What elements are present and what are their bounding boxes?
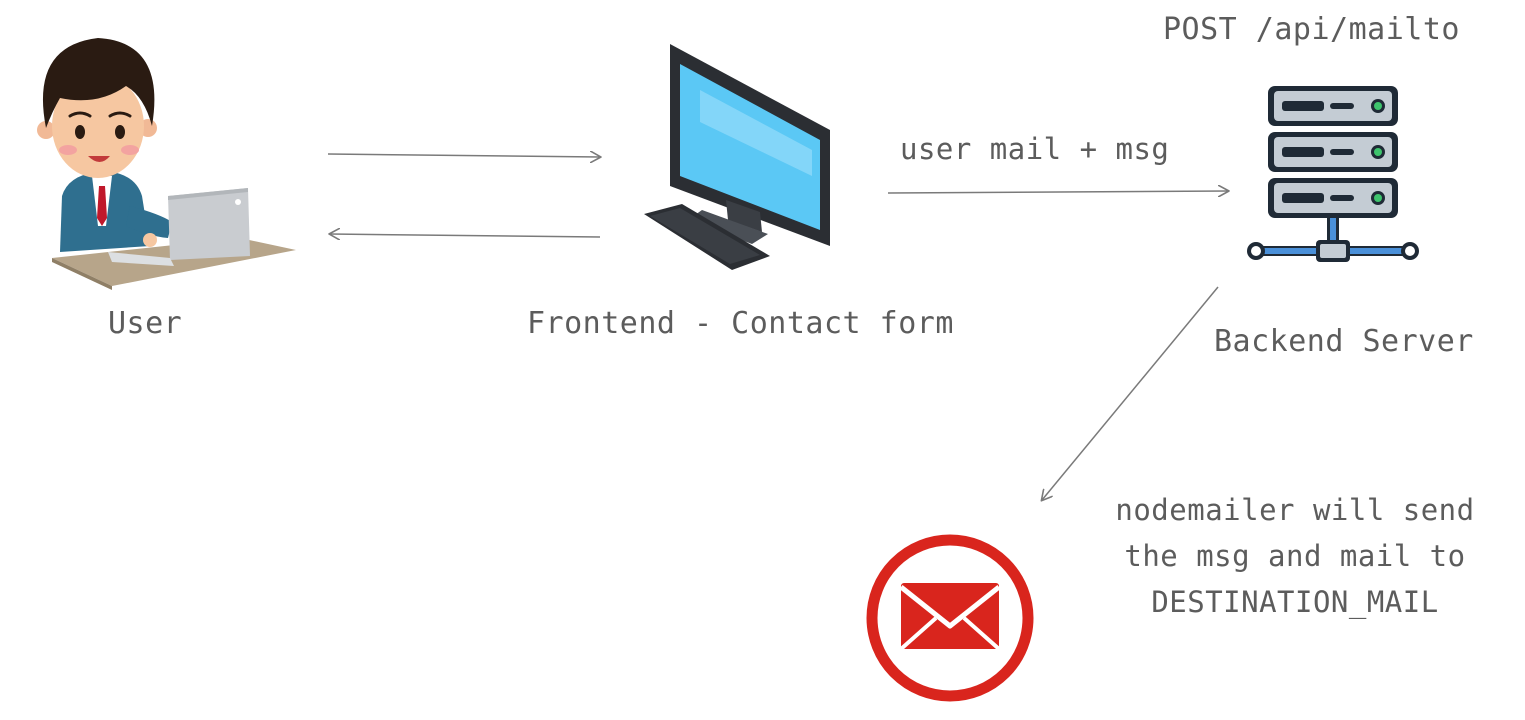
backend-label: Backend Server <box>1214 324 1474 359</box>
user-label: User <box>108 306 183 341</box>
desktop-monitor-icon <box>644 44 830 270</box>
arrow-frontend-to-backend <box>887 191 1228 193</box>
endpoint-label: POST /api/mailto <box>1163 12 1460 47</box>
mail-envelope-icon <box>866 534 1034 702</box>
mail-note-line: nodemailer will send <box>1115 493 1475 527</box>
user-at-laptop-icon <box>37 38 296 290</box>
arrow-user-to-frontend <box>327 154 600 157</box>
request-edge-label: user mail + msg <box>900 132 1170 166</box>
frontend-label: Frontend - Contact form <box>527 306 954 341</box>
arrow-frontend-to-user <box>330 234 601 237</box>
server-rack-icon <box>1247 86 1419 262</box>
mail-note: nodemailer will send the msg and mail to… <box>1090 487 1500 625</box>
arrow-backend-to-mail <box>1042 286 1219 500</box>
mail-note-line: DESTINATION_MAIL <box>1151 585 1439 619</box>
mail-note-line: the msg and mail to <box>1124 539 1466 573</box>
